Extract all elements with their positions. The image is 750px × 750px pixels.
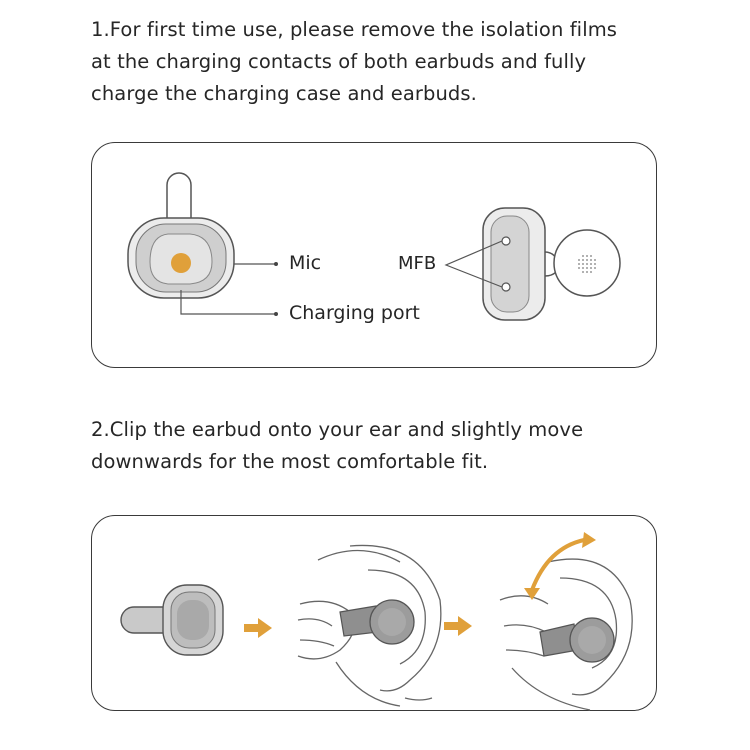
speaker-grille-icon xyxy=(578,255,596,273)
mfb-leader-lines xyxy=(444,240,503,288)
ear-insert-illustration xyxy=(297,544,442,707)
mic-dot-icon xyxy=(171,253,191,273)
earbud-in-hand-icon xyxy=(339,599,415,645)
charging-port-leader-line xyxy=(180,290,275,315)
mfb-label: MFB xyxy=(398,253,437,274)
ear-adjust-illustration xyxy=(499,558,633,711)
step-2-line-1: 2.Clip the earbud onto your ear and slig… xyxy=(91,418,584,441)
charging-port-label: Charging port xyxy=(289,302,420,324)
arrow-right-icon-2 xyxy=(444,616,472,636)
mic-label: Mic xyxy=(289,252,322,274)
arrow-right-icon xyxy=(244,618,272,638)
step-1-instruction: 1.For first time use, please remove the … xyxy=(91,14,711,110)
step-2-instruction: 2.Clip the earbud onto your ear and slig… xyxy=(91,414,711,478)
earbud-icon xyxy=(120,584,224,656)
step-1-line-1: 1.For first time use, please remove the … xyxy=(91,18,618,41)
step-1-line-2: at the charging contacts of both earbuds… xyxy=(91,50,587,73)
rotate-adjust-arrow-icon xyxy=(524,532,596,600)
step-2-line-2: downwards for the most comfortable fit. xyxy=(91,450,489,473)
earbud-worn-icon xyxy=(539,617,615,663)
step-1-line-3: charge the charging case and earbuds. xyxy=(91,82,477,105)
